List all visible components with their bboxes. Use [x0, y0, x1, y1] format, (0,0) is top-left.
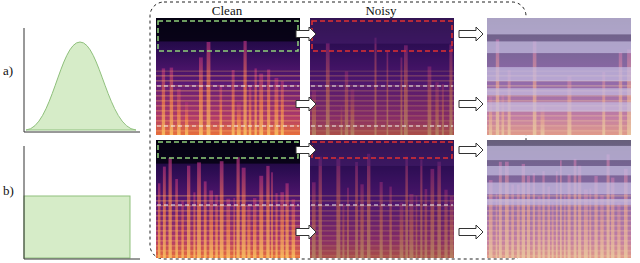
- mask-overlay: [487, 140, 631, 258]
- column-heading: Clean: [212, 4, 242, 17]
- mask-band: [487, 183, 631, 195]
- block-arrow: [296, 225, 316, 239]
- noise-overlay: [310, 140, 454, 258]
- harmonic-lines: [156, 71, 300, 135]
- spectrogram: [156, 140, 300, 258]
- spectrogram-ground: [487, 140, 631, 258]
- spectrogram: [310, 140, 454, 258]
- spectrograms: [156, 18, 631, 258]
- spectrogram: [487, 18, 631, 135]
- mask-band: [487, 146, 631, 160]
- dashed-enclosure: [150, 2, 526, 259]
- band-line: [157, 85, 299, 86]
- band-line: [311, 204, 453, 205]
- block-arrow: [296, 97, 316, 111]
- region-marks: [157, 21, 453, 205]
- mask-overlay: [487, 18, 631, 135]
- silent-band: [156, 140, 300, 164]
- block-arrow: [459, 225, 483, 239]
- clean-region-box: [158, 21, 298, 51]
- band-line: [311, 85, 453, 86]
- noise-band: [310, 140, 454, 166]
- mask-band: [487, 67, 631, 81]
- mask-band: [487, 102, 631, 111]
- panel-letter: b): [3, 184, 14, 197]
- panel-letter: a): [3, 64, 13, 77]
- noise-overlay: [310, 18, 454, 135]
- noisy-region-box: [312, 142, 452, 158]
- spectrogram-ground: [156, 18, 300, 135]
- spectrogram: [156, 18, 300, 135]
- harmonic-lines: [156, 193, 300, 258]
- mask-band: [487, 166, 631, 175]
- block-arrow: [459, 97, 483, 111]
- column-heading: Noisy: [365, 4, 396, 17]
- band-line: [157, 204, 299, 205]
- band-line: [311, 125, 453, 126]
- noise-band: [310, 18, 454, 44]
- noisy-region-box: [312, 21, 452, 51]
- spectrogram: [310, 18, 454, 135]
- spectrogram-ground: [310, 140, 454, 258]
- spectrogram-ground: [156, 140, 300, 258]
- mask-band: [487, 18, 631, 34]
- mask-band: [487, 199, 631, 205]
- block-arrow: [459, 27, 483, 41]
- block-arrow: [296, 27, 316, 41]
- gaussian-plot: [24, 28, 140, 132]
- clean-region-box: [158, 142, 298, 158]
- spectrogram-ground: [310, 18, 454, 135]
- band-line: [157, 125, 299, 126]
- mask-band: [487, 41, 631, 53]
- mask-band: [487, 88, 631, 95]
- block-arrow: [459, 143, 483, 157]
- spectrogram: [487, 140, 631, 258]
- spectrogram-ground: [487, 18, 631, 135]
- block-arrow: [296, 143, 316, 157]
- block-arrows: [296, 27, 483, 239]
- rectangular-plot: [24, 146, 140, 259]
